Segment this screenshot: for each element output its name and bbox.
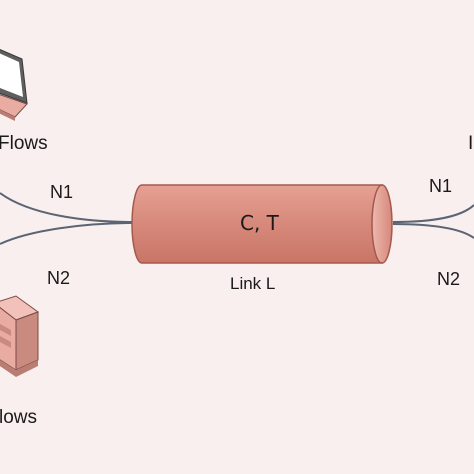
left-lower-flow-curve — [0, 222, 134, 245]
right-upper-flow-curve — [392, 204, 474, 223]
link-pipe-end-cap — [371, 184, 393, 264]
laptop-icon — [0, 49, 28, 121]
left-bottom-flows-label: lows — [0, 407, 38, 428]
link-pipe-body — [131, 184, 383, 264]
right-n1-label: N1 — [429, 176, 453, 196]
left-n2-label: N2 — [47, 268, 71, 288]
right-n2-label: N2 — [437, 269, 461, 289]
left-upper-flow-curve — [0, 192, 134, 223]
link-name-label: Link L — [230, 274, 276, 293]
left-n1-label: N1 — [50, 182, 74, 202]
left-top-flows-label: Flows — [0, 133, 48, 154]
right-top-flows-label: I — [468, 133, 474, 154]
link-parameters-label: C, T — [240, 211, 279, 235]
right-lower-flow-curve — [392, 223, 474, 239]
server-icon — [0, 295, 40, 377]
link-pipe — [131, 184, 393, 264]
